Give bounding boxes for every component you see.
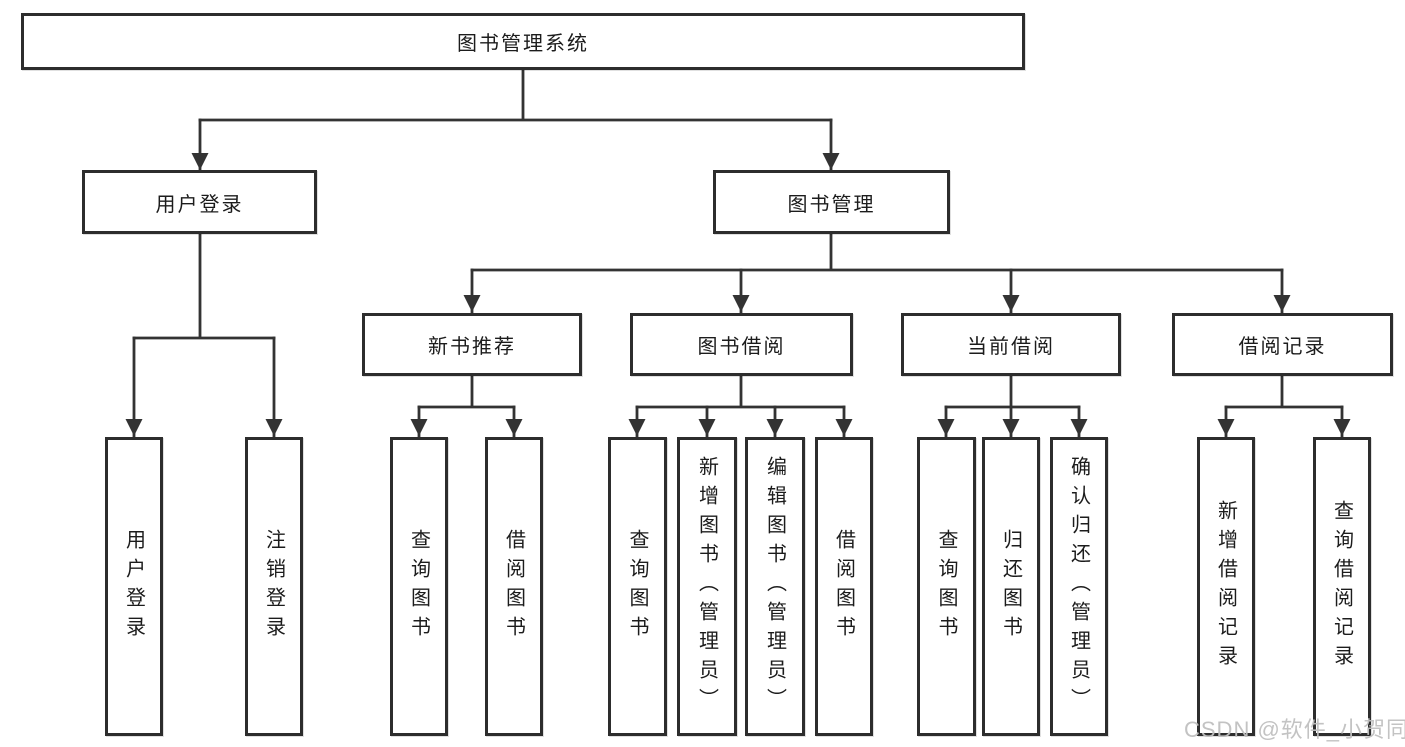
connector-current-borrowing-to-leaves	[937, 374, 1088, 438]
node-label: 归还图书	[999, 528, 1022, 645]
node-label: 查询借阅记录	[1330, 499, 1353, 674]
node-label: 图书借阅	[697, 336, 786, 358]
node-current-query-books: 查询图书	[917, 437, 976, 736]
node-label: 借阅图书	[832, 528, 855, 645]
node-borrowing-query-books: 查询图书	[608, 437, 667, 736]
node-current-borrowing: 当前借阅	[901, 313, 1121, 376]
node-label: 新书推荐	[428, 336, 516, 358]
node-user-login-branch: 用户登录	[82, 170, 317, 234]
connector-root-to-level2	[191, 68, 840, 172]
node-borrowing-add-books-admin: 新增图书（管理员）	[677, 437, 737, 736]
node-borrowing-records: 借阅记录	[1172, 313, 1393, 376]
node-user-login-leaf: 用户登录	[105, 437, 163, 736]
node-label: 编辑图书（管理员）	[763, 456, 786, 717]
node-logout-leaf: 注销登录	[245, 437, 303, 736]
node-borrowing-borrow-books: 借阅图书	[815, 437, 873, 736]
node-recommend-borrow-books: 借阅图书	[485, 437, 543, 736]
node-label: 新增借阅记录	[1214, 499, 1237, 674]
node-label: 查询图书	[407, 528, 430, 645]
node-label: 确认归还（管理员）	[1067, 456, 1090, 717]
node-book-management-branch: 图书管理	[713, 170, 950, 234]
node-label: 新增图书（管理员）	[695, 456, 718, 717]
node-label: 借阅记录	[1238, 336, 1327, 358]
connector-borrowing-records-to-leaves	[1217, 374, 1351, 438]
node-recommend-query-books: 查询图书	[390, 437, 448, 736]
connector-user-login-to-leaves	[125, 232, 283, 438]
node-current-return-books: 归还图书	[982, 437, 1040, 736]
connector-book-borrowing-to-leaves	[628, 374, 853, 438]
node-label: 查询图书	[935, 528, 957, 645]
node-label: 查询图书	[626, 528, 648, 645]
node-current-confirm-return-admin: 确认归还（管理员）	[1050, 437, 1108, 736]
node-label: 借阅图书	[502, 528, 525, 645]
node-records-query-record: 查询借阅记录	[1313, 437, 1371, 736]
node-new-book-recommend: 新书推荐	[362, 313, 582, 376]
node-records-add-record: 新增借阅记录	[1197, 437, 1255, 736]
node-library-management-system: 图书管理系统	[21, 13, 1025, 70]
node-label: 图书管理系统	[457, 33, 589, 55]
node-label: 用户登录	[155, 193, 244, 216]
connector-book-management-to-level3	[463, 232, 1291, 314]
node-label: 图书管理	[787, 193, 876, 216]
node-label: 注销登录	[262, 528, 285, 645]
node-label: 当前借阅	[967, 336, 1055, 358]
node-book-borrowing: 图书借阅	[630, 313, 853, 376]
connector-new-book-recommend-to-leaves	[410, 374, 523, 438]
csdn-watermark: CSDN @软件_小贺同学	[1184, 717, 1405, 742]
node-label: 用户登录	[122, 528, 145, 645]
node-borrowing-edit-books-admin: 编辑图书（管理员）	[745, 437, 805, 736]
